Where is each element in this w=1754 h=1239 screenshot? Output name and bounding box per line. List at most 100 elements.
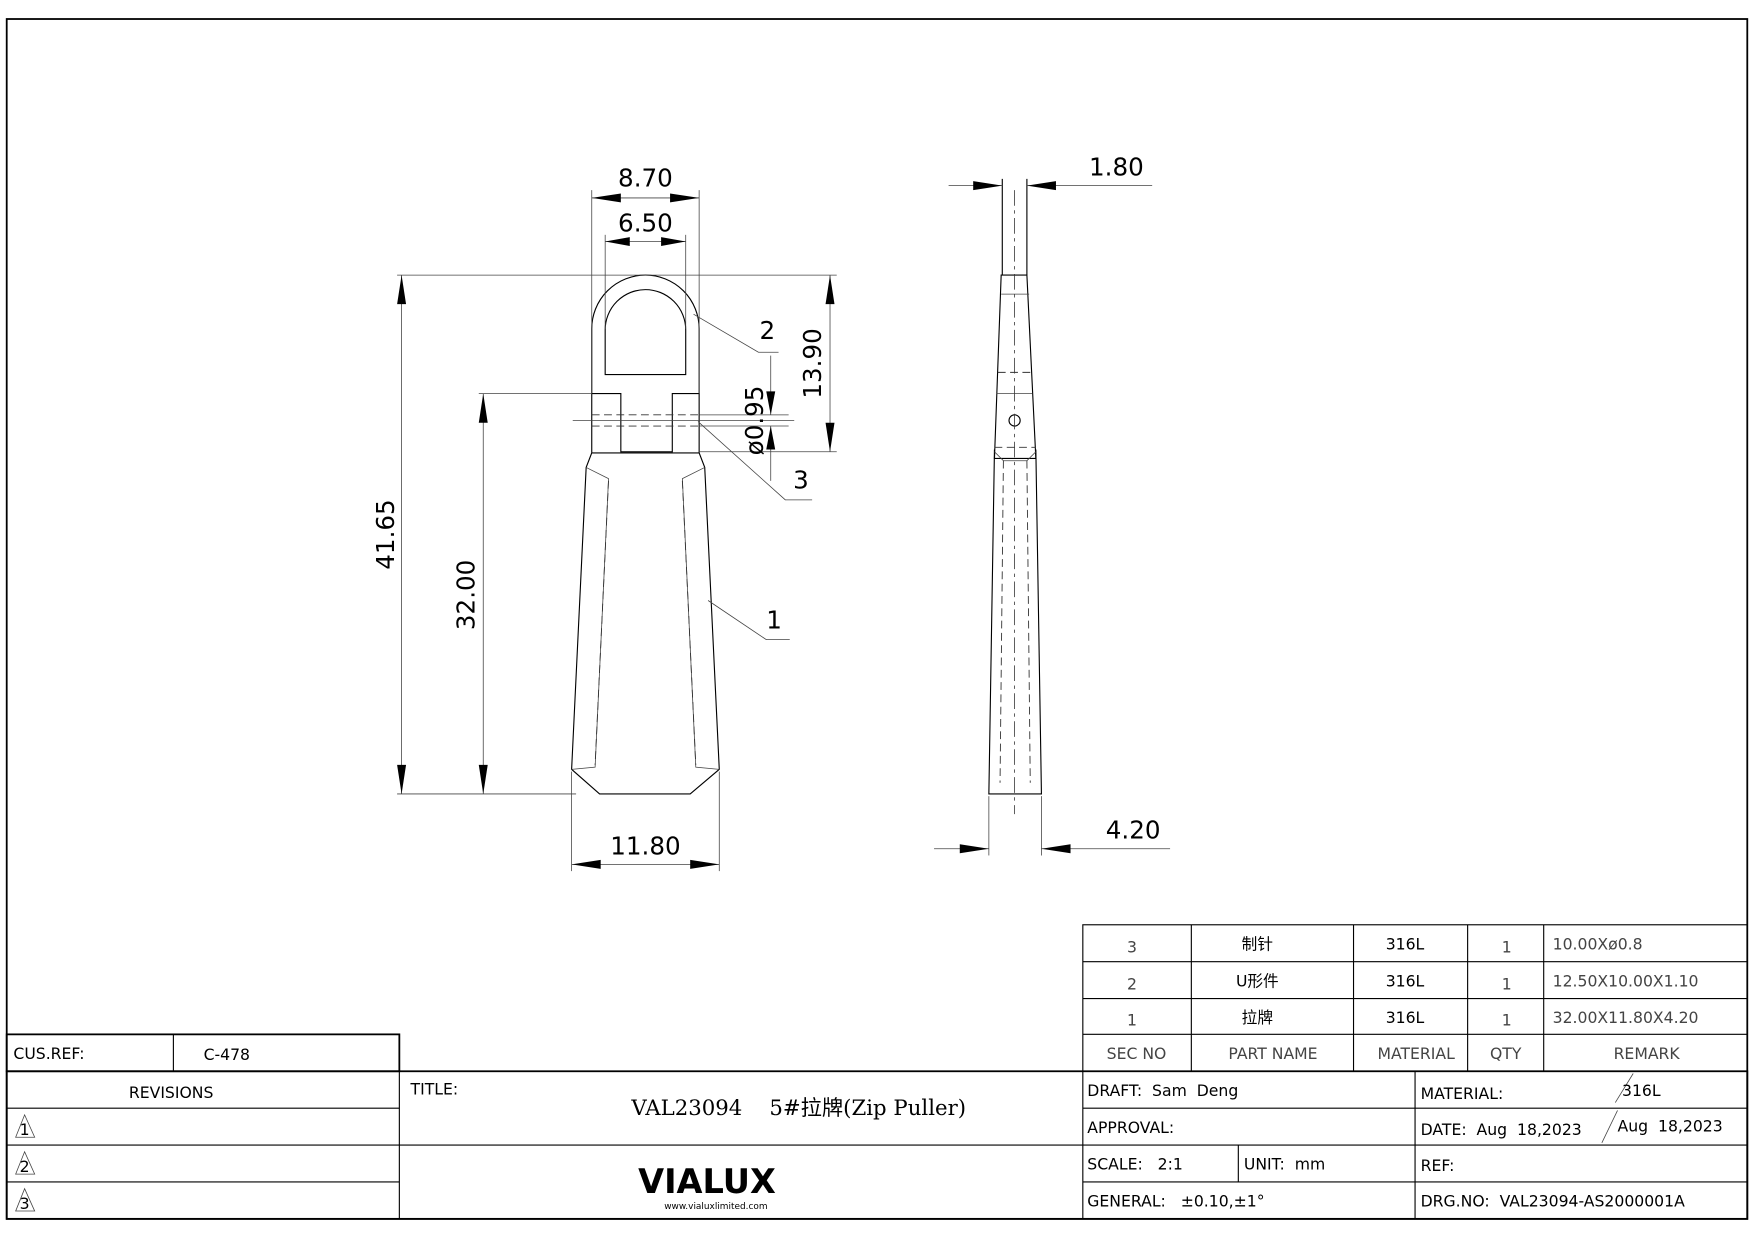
cell-qty: 1 xyxy=(1502,1010,1512,1029)
arrow-icon xyxy=(478,393,488,423)
approval: APPROVAL: xyxy=(1087,1118,1174,1137)
table-row: 3 制针 316L 1 10.00Xø0.8 xyxy=(1127,934,1643,956)
cell-remark: 10.00Xø0.8 xyxy=(1553,934,1643,953)
cell-qty: 1 xyxy=(1502,938,1512,957)
puller-body xyxy=(571,393,720,795)
draft: DRAFT: Sam Deng xyxy=(1087,1081,1238,1100)
revision-number: 2 xyxy=(20,1157,30,1176)
side-body xyxy=(988,449,1043,795)
balloon-2: 2 xyxy=(760,316,776,345)
header-sec: SEC NO xyxy=(1107,1044,1167,1063)
sheet-border xyxy=(5,18,1749,1220)
header-remark: REMARK xyxy=(1614,1044,1681,1063)
leader-1 xyxy=(707,600,790,641)
arrow-icon xyxy=(591,193,621,203)
arrow-icon xyxy=(766,391,776,415)
cell-qty: 1 xyxy=(1502,975,1512,994)
cell-sec: 1 xyxy=(1127,1010,1137,1029)
arrow-icon xyxy=(690,859,720,869)
table-row: 1 拉牌 316L 1 32.00X11.80X4.20 xyxy=(1127,1008,1698,1029)
dim-u-height: 13.90 xyxy=(798,328,827,398)
ref: REF: xyxy=(1421,1156,1455,1175)
revision-2: 2 xyxy=(15,1150,36,1176)
arrow-icon xyxy=(605,237,630,247)
balloon-1: 1 xyxy=(766,605,782,634)
arrow-icon xyxy=(397,275,407,305)
logo-url: www.vialuxlimited.com xyxy=(664,1202,767,1212)
title-block: CUS.REF: C-478 REVISIONS 1 2 3 TITLE: VA… xyxy=(5,1033,1749,1220)
cell-remark: 32.00X11.80X4.20 xyxy=(1553,1008,1699,1027)
arrow-icon xyxy=(670,193,700,203)
drg-no: DRG.NO: VAL23094-AS2000001A xyxy=(1421,1192,1685,1211)
dim-width-inner: 6.50 xyxy=(618,208,673,237)
cell-name: 拉牌 xyxy=(1242,1008,1273,1027)
revision-triangle-icon xyxy=(15,1113,36,1138)
dim-total-length: 41.65 xyxy=(371,499,400,569)
side-view: 1.80 4.20 xyxy=(934,153,1171,856)
arrow-icon xyxy=(478,764,488,794)
dim-bottom-width: 11.80 xyxy=(610,831,680,860)
cell-material: 316L xyxy=(1386,934,1425,953)
revision-triangle-icon xyxy=(15,1187,36,1212)
parts-table: 3 制针 316L 1 10.00Xø0.8 2 U形件 316L 1 12.5… xyxy=(1082,924,1748,1072)
revision-triangle-icon xyxy=(15,1150,36,1175)
hidden-line xyxy=(594,480,609,765)
revisions-label: REVISIONS xyxy=(129,1083,214,1102)
u-part-outer xyxy=(591,274,700,394)
arrow-icon xyxy=(959,844,989,854)
cus-ref-value: C-478 xyxy=(204,1045,250,1064)
arrow-icon xyxy=(571,859,601,869)
dim-puller-length: 32.00 xyxy=(451,560,480,630)
general-tolerance: GENERAL: ±0.10,±1° xyxy=(1087,1192,1264,1211)
balloon-3: 3 xyxy=(793,466,809,495)
header-qty: QTY xyxy=(1490,1044,1522,1063)
cell-name: U形件 xyxy=(1236,971,1279,990)
arrow-icon xyxy=(397,764,407,794)
vialux-logo: VIALUX www.vialuxlimited.com xyxy=(638,1162,776,1212)
cell-sec: 3 xyxy=(1127,938,1137,957)
header-material: MATERIAL xyxy=(1378,1044,1456,1063)
cus-ref-label: CUS.REF: xyxy=(13,1044,84,1063)
revision-number: 1 xyxy=(20,1120,30,1139)
hidden-line xyxy=(681,480,697,765)
arrow-icon xyxy=(825,422,835,452)
table-header: SEC NO PART NAME MATERIAL QTY REMARK xyxy=(1107,1044,1681,1063)
revision-1: 1 xyxy=(15,1113,36,1139)
date-2: Aug 18,2023 xyxy=(1618,1117,1723,1136)
front-view xyxy=(571,274,795,795)
cell-material: 316L xyxy=(1386,1008,1425,1027)
side-chamfer xyxy=(994,451,1037,462)
dim-pin-dia: ø0.95 xyxy=(740,386,769,456)
dim-width-outer: 8.70 xyxy=(618,164,673,193)
scale: SCALE: 2:1 xyxy=(1087,1155,1183,1174)
puller-chamfer-left xyxy=(571,467,609,770)
drawing-title: VAL23094 5#拉牌(Zip Puller) xyxy=(630,1096,966,1121)
arrow-icon xyxy=(766,426,776,450)
revision-number: 3 xyxy=(20,1194,30,1213)
arrow-icon xyxy=(825,275,835,305)
dim-side-bottom: 4.20 xyxy=(1106,816,1161,845)
cell-sec: 2 xyxy=(1127,975,1137,994)
front-dimensions: 8.70 6.50 41.65 32.00 13.90 ø0.95 1 xyxy=(371,164,837,872)
side-taper xyxy=(993,274,1037,460)
arrow-icon xyxy=(1041,844,1071,854)
unit: UNIT: mm xyxy=(1244,1155,1325,1174)
leader-2 xyxy=(693,313,779,353)
cell-material: 316L xyxy=(1386,971,1425,990)
leader-3 xyxy=(697,421,813,501)
slash xyxy=(1614,1073,1634,1103)
revision-3: 3 xyxy=(15,1187,36,1213)
arrow-icon xyxy=(973,181,1003,191)
material-value: 316L xyxy=(1622,1081,1661,1100)
hidden-line xyxy=(1026,460,1031,783)
date: DATE: Aug 18,2023 xyxy=(1421,1120,1582,1139)
cell-name: 制针 xyxy=(1242,934,1273,953)
material-label: MATERIAL: xyxy=(1421,1084,1504,1103)
title-label: TITLE: xyxy=(410,1080,459,1099)
cell-remark: 12.50X10.00X1.10 xyxy=(1553,971,1699,990)
table-row: 2 U形件 316L 1 12.50X10.00X1.10 xyxy=(1127,971,1698,993)
u-part-inner xyxy=(604,289,687,376)
puller-chamfer-right xyxy=(681,467,720,770)
arrow-icon xyxy=(1026,181,1056,191)
